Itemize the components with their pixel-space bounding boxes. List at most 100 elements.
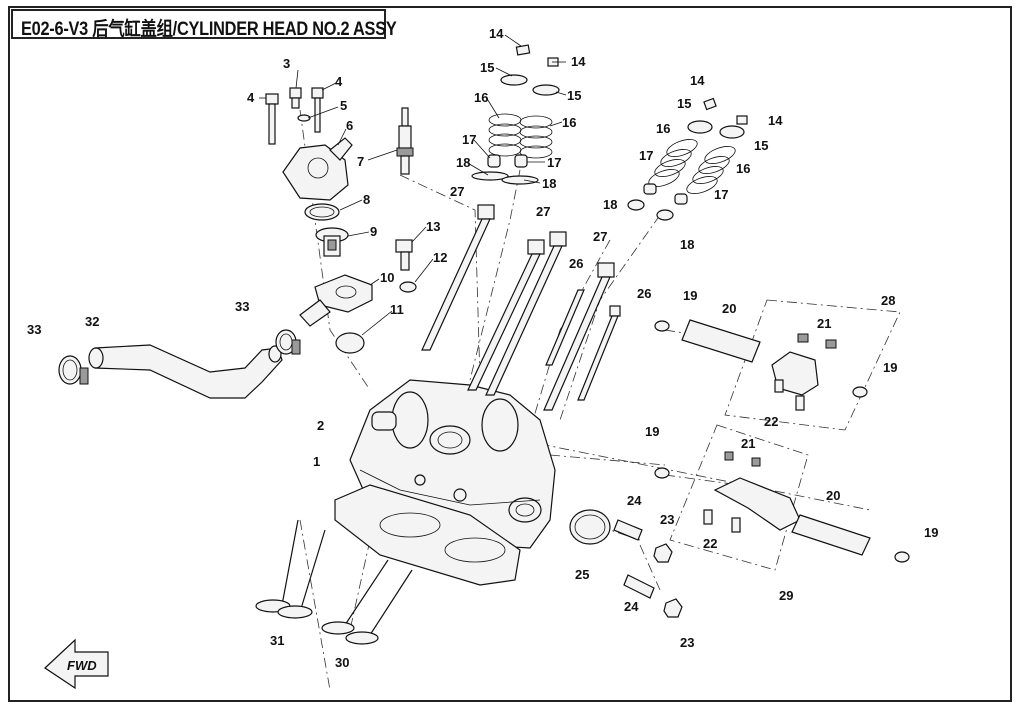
hose-clamp-33-right bbox=[275, 329, 301, 355]
callout-17: 17 bbox=[714, 187, 728, 202]
bolt-3 bbox=[289, 87, 302, 109]
leader-lines bbox=[259, 34, 567, 336]
water-hose-32 bbox=[88, 344, 283, 399]
callout-11: 11 bbox=[390, 302, 404, 317]
callout-7: 7 bbox=[357, 154, 364, 169]
rocker-assembly-29 bbox=[654, 451, 910, 563]
callout-4: 4 bbox=[247, 90, 255, 105]
callout-16: 16 bbox=[562, 115, 576, 130]
callout-27: 27 bbox=[450, 184, 464, 199]
callout-17: 17 bbox=[547, 155, 561, 170]
callout-18: 18 bbox=[456, 155, 470, 170]
callout-22: 22 bbox=[764, 414, 778, 429]
callout-20: 20 bbox=[826, 488, 840, 503]
plug-bolt-13 bbox=[395, 239, 413, 271]
callout-26: 26 bbox=[569, 256, 583, 271]
diagram-frame bbox=[8, 6, 1012, 702]
bolt-27-a bbox=[421, 204, 495, 351]
hose-clamp-33-left bbox=[58, 355, 89, 385]
callout-24: 24 bbox=[624, 599, 639, 614]
callout-26: 26 bbox=[637, 286, 651, 301]
thermostat-cover bbox=[282, 137, 353, 201]
stud-26-b bbox=[577, 305, 621, 401]
callout-27: 27 bbox=[593, 229, 607, 244]
rocker-assembly-28 bbox=[654, 319, 868, 411]
callout-29: 29 bbox=[779, 588, 793, 603]
callout-18: 18 bbox=[680, 237, 694, 252]
spark-plug-7 bbox=[396, 107, 414, 175]
valve-30 bbox=[321, 559, 413, 645]
callout-9: 9 bbox=[370, 224, 377, 239]
callout-14: 14 bbox=[768, 113, 783, 128]
oring-11 bbox=[335, 332, 365, 354]
washer-5 bbox=[297, 114, 311, 122]
head-gasket-1 bbox=[334, 484, 521, 586]
fwd-arrow: FWD bbox=[44, 638, 109, 690]
callout-15: 15 bbox=[567, 88, 581, 103]
nut-23-lower bbox=[663, 598, 683, 618]
thermostat-9 bbox=[315, 227, 349, 257]
callout-22: 22 bbox=[703, 536, 717, 551]
callout-14: 14 bbox=[489, 26, 504, 41]
callout-16: 16 bbox=[474, 90, 488, 105]
callout-14: 14 bbox=[571, 54, 586, 69]
callout-12: 12 bbox=[433, 250, 447, 265]
callout-6: 6 bbox=[346, 118, 353, 133]
callout-24: 24 bbox=[627, 493, 642, 508]
callout-23: 23 bbox=[660, 512, 674, 527]
callout-19: 19 bbox=[645, 424, 659, 439]
washer-12 bbox=[399, 281, 417, 293]
callout-13: 13 bbox=[426, 219, 440, 234]
callout-4: 4 bbox=[335, 74, 343, 89]
bolt-27-d bbox=[543, 262, 615, 411]
oring-8 bbox=[304, 203, 340, 221]
callout-19: 19 bbox=[883, 360, 897, 375]
nut-23-upper bbox=[653, 543, 673, 563]
callout-17: 17 bbox=[639, 148, 653, 163]
callout-21: 21 bbox=[817, 316, 831, 331]
bolt-4-left bbox=[265, 93, 279, 145]
callout-23: 23 bbox=[680, 635, 694, 650]
callout-5: 5 bbox=[340, 98, 347, 113]
valve-train-right bbox=[627, 97, 748, 221]
callout-33: 33 bbox=[235, 299, 249, 314]
callout-16: 16 bbox=[736, 161, 750, 176]
stud-26-a bbox=[545, 289, 585, 366]
bolt-27-b bbox=[467, 239, 545, 391]
stud-24-lower bbox=[623, 574, 655, 599]
bolt-27-c bbox=[485, 231, 567, 396]
callout-21: 21 bbox=[741, 436, 755, 451]
callout-31: 31 bbox=[270, 633, 284, 648]
callouts: 14 14 14 14 15 15 15 15 16 16 16 16 17 1… bbox=[27, 26, 938, 670]
title-box: E02-6-V3 后气缸盖组/CYLINDER HEAD NO.2 ASSY bbox=[11, 9, 397, 40]
callout-15: 15 bbox=[754, 138, 768, 153]
page-title: E02-6-V3 后气缸盖组/CYLINDER HEAD NO.2 ASSY bbox=[21, 19, 397, 40]
callout-14: 14 bbox=[690, 73, 705, 88]
callout-19: 19 bbox=[683, 288, 697, 303]
callout-15: 15 bbox=[480, 60, 494, 75]
valve-31 bbox=[255, 519, 326, 619]
callout-30: 30 bbox=[335, 655, 349, 670]
callout-28: 28 bbox=[881, 293, 895, 308]
callout-8: 8 bbox=[363, 192, 370, 207]
callout-27: 27 bbox=[536, 204, 550, 219]
callout-19: 19 bbox=[924, 525, 938, 540]
callout-1: 1 bbox=[313, 454, 320, 469]
callout-33: 33 bbox=[27, 322, 41, 337]
stud-24-upper bbox=[613, 519, 643, 541]
callout-3: 3 bbox=[283, 56, 290, 71]
callout-10: 10 bbox=[380, 270, 394, 285]
callout-18: 18 bbox=[603, 197, 617, 212]
callout-16: 16 bbox=[656, 121, 670, 136]
callout-32: 32 bbox=[85, 314, 99, 329]
callout-25: 25 bbox=[575, 567, 589, 582]
valve-train-left bbox=[471, 44, 560, 185]
fwd-label: FWD bbox=[67, 658, 97, 673]
bolt-4-right bbox=[311, 87, 324, 133]
water-housing-10 bbox=[299, 274, 373, 327]
callout-20: 20 bbox=[722, 301, 736, 316]
callout-17: 17 bbox=[462, 132, 476, 147]
callout-18: 18 bbox=[542, 176, 556, 191]
callout-15: 15 bbox=[677, 96, 691, 111]
